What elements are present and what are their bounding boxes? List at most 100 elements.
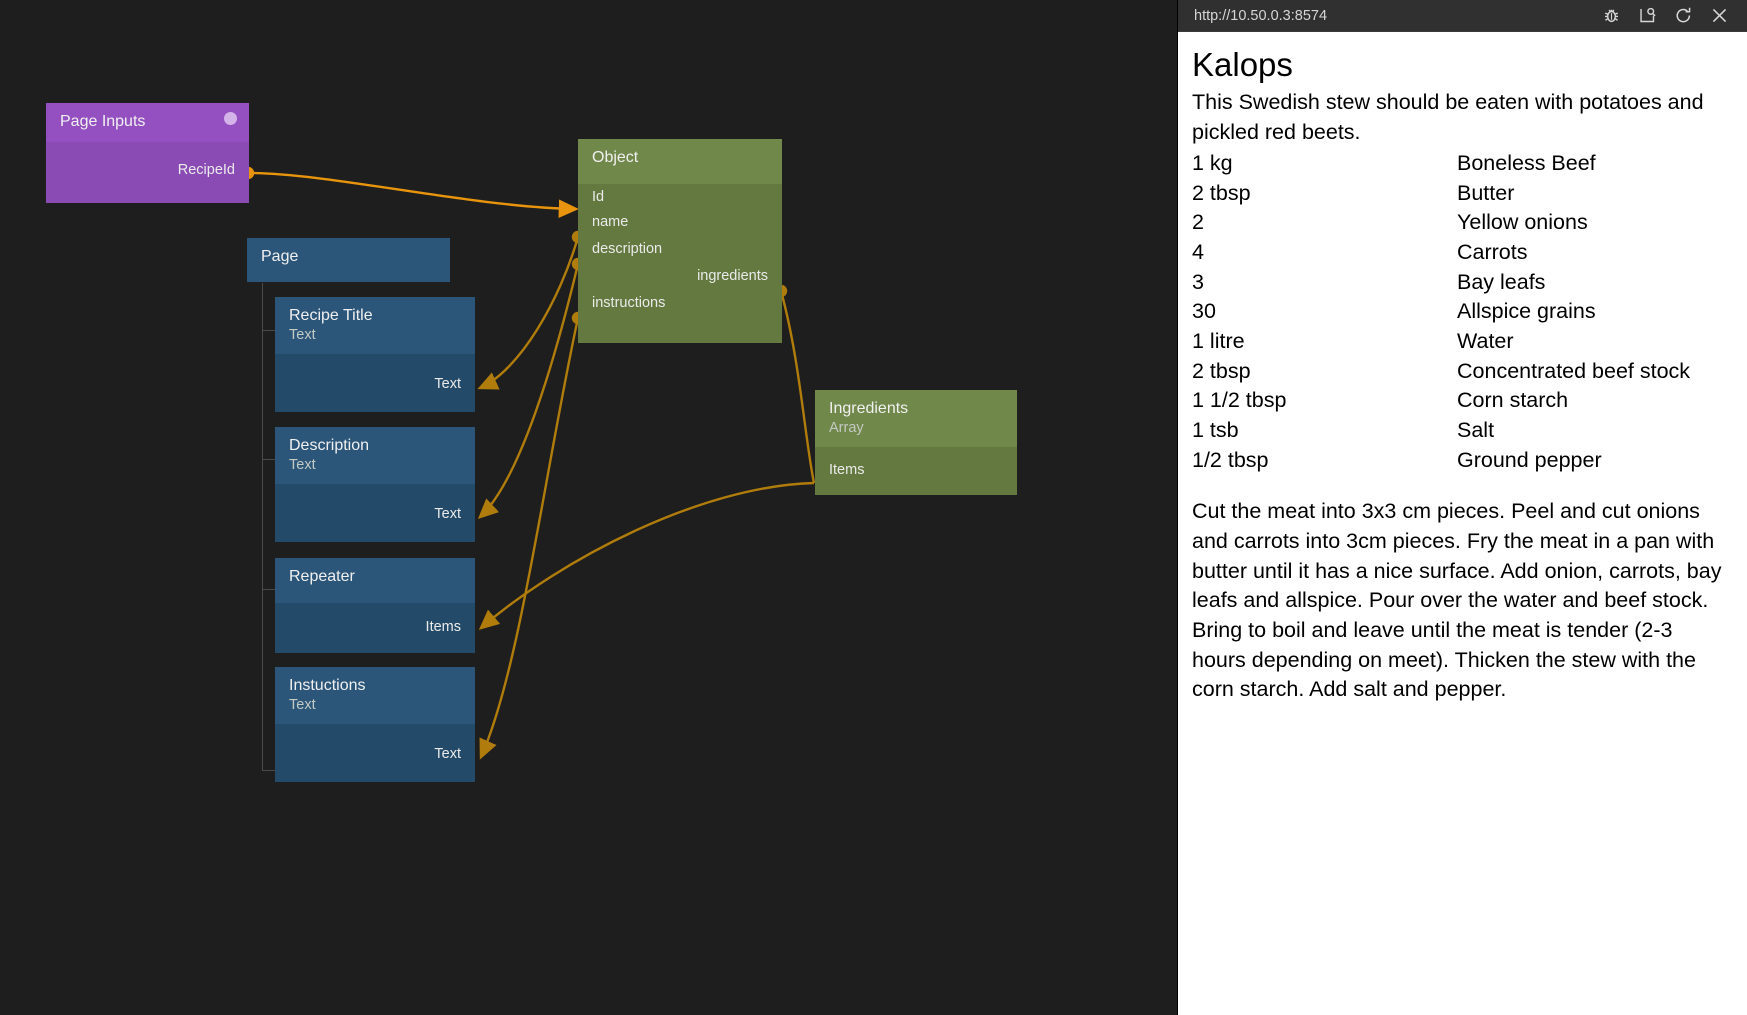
port-row-input[interactable]: instructions	[578, 290, 782, 317]
browser-toolbar: http://10.50.0.3:8574	[1178, 0, 1747, 32]
ingredient-row: 30 Allspice grains	[1192, 297, 1731, 327]
node-header: Ingredients Array	[815, 390, 1017, 448]
node-object[interactable]: Object Id name description ingredients i…	[578, 139, 782, 343]
reload-icon[interactable]	[1665, 2, 1701, 30]
port-row-input[interactable]: Id	[578, 184, 782, 211]
node-header: Page Inputs	[46, 103, 249, 142]
ingredient-name: Salt	[1457, 418, 1495, 443]
ingredient-amount: 1 kg	[1192, 151, 1233, 176]
ingredient-row: 3 Bay leafs	[1192, 268, 1731, 298]
node-body: RecipeId	[46, 142, 249, 203]
tree-branch-line	[262, 330, 275, 331]
port-label-text: Text	[434, 506, 461, 523]
ingredient-name: Corn starch	[1457, 388, 1569, 413]
node-title: Page	[261, 248, 299, 265]
port-label-ingredients: ingredients	[697, 268, 768, 284]
node-title: Ingredients	[829, 400, 909, 417]
port-label-id: Id	[592, 189, 605, 205]
node-title: Instuctions	[289, 677, 366, 694]
port-row-output[interactable]: ingredients	[578, 263, 782, 290]
node-body: Text	[275, 484, 475, 543]
node-body: Items	[815, 447, 1017, 496]
node-header: Page	[247, 238, 450, 282]
ingredient-row: 1 litre Water	[1192, 327, 1731, 357]
node-title: Object	[592, 149, 639, 166]
node-header: Description Text	[275, 427, 475, 485]
port-label-items: Items	[829, 462, 865, 479]
ingredient-name: Ground pepper	[1457, 447, 1602, 472]
node-status-dot-icon	[224, 112, 237, 125]
ingredient-amount: 3	[1192, 269, 1204, 294]
recipe-page: Kalops This Swedish stew should be eaten…	[1178, 32, 1747, 1015]
tree-branch-line	[262, 770, 275, 771]
port-label-text: Text	[434, 746, 461, 763]
node-page[interactable]: Page	[247, 238, 450, 282]
ingredient-name: Allspice grains	[1457, 299, 1596, 324]
node-title: Page Inputs	[60, 113, 146, 130]
port-label-text: Text	[434, 376, 461, 393]
port-row-output[interactable]: Items	[275, 614, 475, 641]
ingredient-name: Water	[1457, 329, 1514, 354]
ingredient-amount: 1 litre	[1192, 329, 1245, 354]
port-label-description: description	[592, 241, 663, 257]
node-header: Repeater	[275, 558, 475, 603]
ingredient-name: Butter	[1457, 180, 1515, 205]
ingredient-amount: 1/2 tbsp	[1192, 447, 1269, 472]
port-label-recipeid: RecipeId	[177, 162, 235, 178]
port-row-input[interactable]: Items	[815, 457, 1017, 484]
inspect-icon[interactable]	[1629, 2, 1665, 30]
url-display[interactable]: http://10.50.0.3:8574	[1194, 7, 1328, 24]
node-instuctions[interactable]: Instuctions Text Text	[275, 667, 475, 783]
port-label-name: name	[592, 214, 629, 230]
ingredient-row: 1 1/2 tbsp Corn starch	[1192, 386, 1731, 416]
node-subtitle: Text	[289, 697, 316, 713]
ingredient-amount: 1 tsb	[1192, 418, 1239, 443]
ingredient-row: 1 kg Boneless Beef	[1192, 149, 1731, 179]
ingredient-amount: 30	[1192, 299, 1216, 324]
node-body: Text	[275, 724, 475, 783]
ingredient-amount: 2 tbsp	[1192, 358, 1251, 383]
node-header: Recipe Title Text	[275, 297, 475, 355]
node-recipe-title[interactable]: Recipe Title Text Text	[275, 297, 475, 413]
port-row-input[interactable]: description	[578, 236, 782, 263]
recipe-description: This Swedish stew should be eaten with p…	[1192, 89, 1704, 145]
node-ingredients[interactable]: Ingredients Array Items	[815, 390, 1017, 496]
port-row-output[interactable]: Text	[275, 501, 475, 528]
tree-branch-line	[262, 589, 275, 590]
port-row-output[interactable]: Text	[275, 371, 475, 398]
node-subtitle: Text	[289, 327, 316, 343]
port-row-output[interactable]: RecipeId	[46, 157, 249, 184]
node-graph-canvas[interactable]: Page Inputs RecipeId Page Recipe Title	[0, 0, 1177, 1015]
node-header: Object	[578, 139, 782, 184]
page-title: Kalops	[1192, 46, 1293, 83]
ingredient-amount: 1 1/2 tbsp	[1192, 388, 1287, 413]
port-label-instructions: instructions	[592, 295, 666, 311]
ingredient-amount: 4	[1192, 240, 1204, 265]
debug-icon[interactable]	[1593, 2, 1629, 30]
node-description[interactable]: Description Text Text	[275, 427, 475, 543]
ingredient-name: Boneless Beef	[1457, 151, 1596, 176]
port-row-input[interactable]: name	[578, 209, 782, 236]
ingredient-name: Bay leafs	[1457, 269, 1546, 294]
node-subtitle: Text	[289, 457, 316, 473]
recipe-instructions: Cut the meat into 3x3 cm pieces. Peel an…	[1192, 499, 1722, 702]
ingredient-amount: 2 tbsp	[1192, 180, 1251, 205]
node-repeater[interactable]: Repeater Items	[275, 558, 475, 653]
port-row-output[interactable]: Text	[275, 741, 475, 768]
ingredient-row: 2 tbsp Butter	[1192, 179, 1731, 209]
tree-trunk-line	[262, 283, 263, 771]
node-title: Repeater	[289, 568, 355, 585]
ingredient-row: 1 tsb Salt	[1192, 416, 1731, 446]
node-page-inputs[interactable]: Page Inputs RecipeId	[46, 103, 249, 203]
web-preview-panel: http://10.50.0.3:8574	[1177, 0, 1747, 1015]
node-title: Description	[289, 437, 370, 454]
node-body: Text	[275, 354, 475, 413]
ingredient-name: Yellow onions	[1457, 210, 1588, 235]
port-label-items: Items	[425, 619, 461, 635]
close-icon[interactable]	[1701, 2, 1737, 30]
